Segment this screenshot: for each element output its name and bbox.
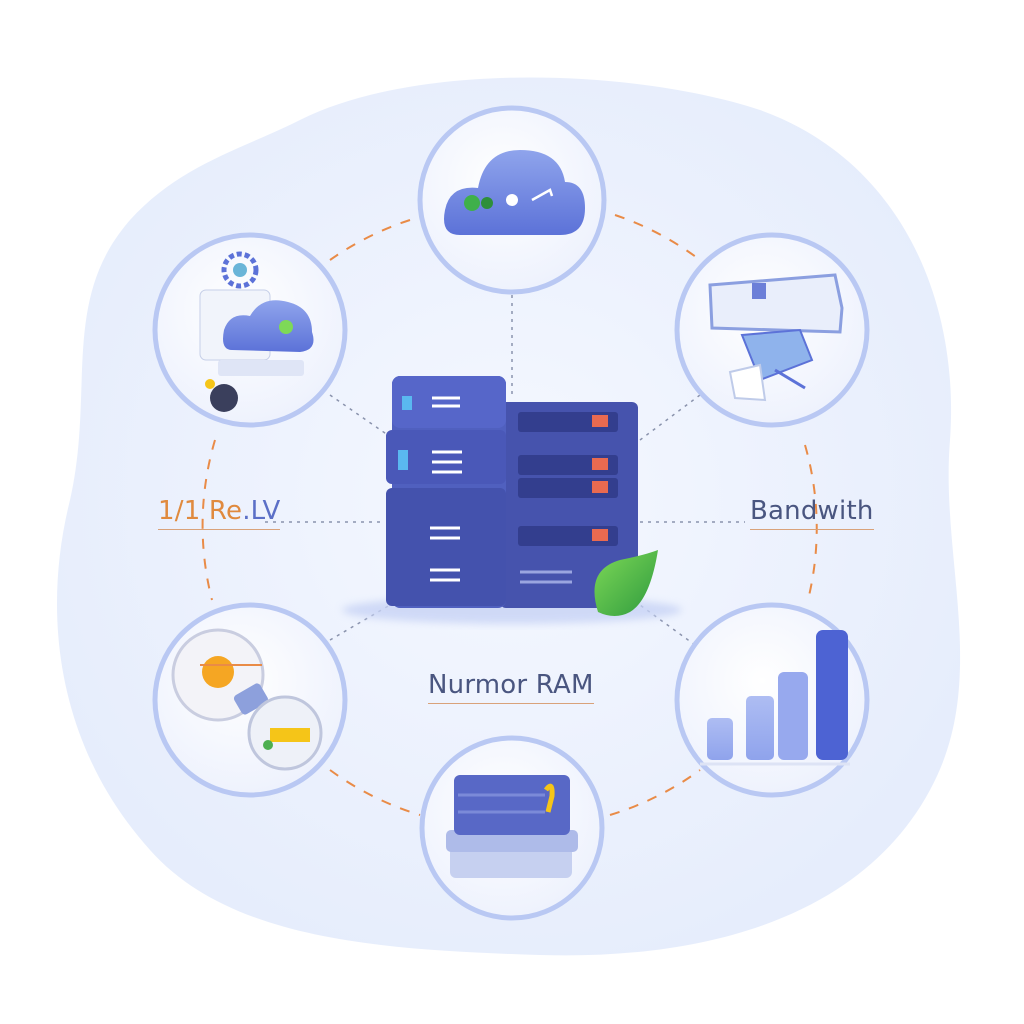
label-left: 1/1 Re.LV xyxy=(158,496,281,530)
bar-chart-icon xyxy=(700,630,850,766)
orbit-ring xyxy=(201,214,818,816)
label-left-part-b: .LV xyxy=(242,496,281,526)
rack-unit-icon xyxy=(708,273,844,402)
label-ram-text: Nurmor RAM xyxy=(428,670,594,700)
label-ram: Nurmor RAM xyxy=(428,670,594,704)
label-left-part-a: 1/1 Re xyxy=(158,496,243,526)
node-memory-module[interactable] xyxy=(419,735,605,921)
label-ram-underline xyxy=(428,703,594,704)
cloud-icon xyxy=(444,150,585,235)
node-hardware-rack[interactable] xyxy=(674,232,870,428)
label-bandwidth-underline xyxy=(750,529,874,530)
label-bandwidth-text: Bandwith xyxy=(750,496,874,526)
node-storage-disks[interactable] xyxy=(152,602,348,798)
leaf-icon xyxy=(594,550,658,616)
cloud-gear-icon xyxy=(199,251,314,412)
node-cloud-network[interactable] xyxy=(417,105,607,295)
node-bandwidth-chart[interactable] xyxy=(674,602,870,798)
ram-module-icon xyxy=(446,775,578,878)
disk-icon xyxy=(171,628,323,771)
label-bandwidth: Bandwith xyxy=(750,496,874,530)
central-server xyxy=(342,376,682,624)
label-left-underline xyxy=(158,529,281,530)
node-cloud-settings[interactable] xyxy=(152,232,348,428)
